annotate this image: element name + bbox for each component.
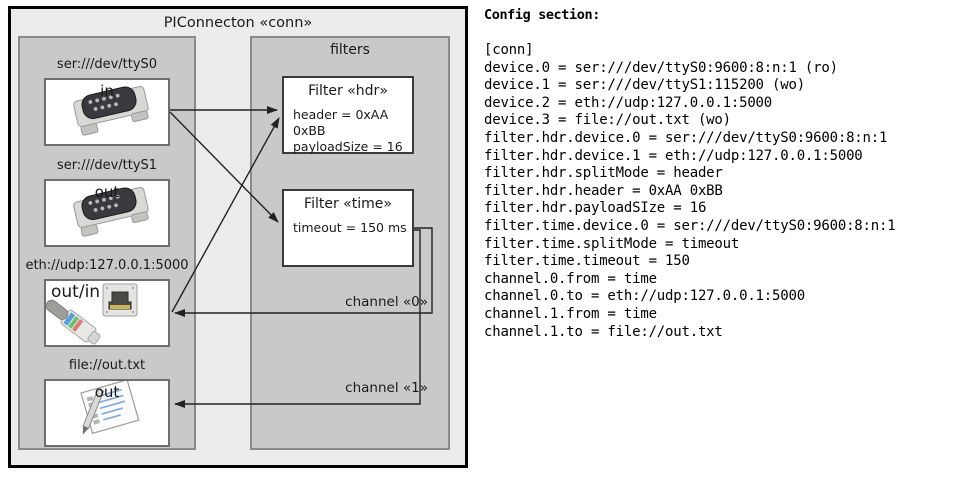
channel-label-1: channel «1»: [345, 380, 428, 396]
ethernet-jack-icon: [46, 283, 138, 345]
device-label-file: file://out.txt: [68, 358, 146, 373]
config-line: filter.time.device.0 = ser:///dev/ttyS0:…: [484, 217, 896, 234]
config-line: device.3 = file://out.txt (wo): [484, 112, 731, 129]
config-line: filter.hdr.device.1 = eth://udp:127.0.0.…: [484, 147, 863, 164]
config-line: filter.time.splitMode = timeout: [484, 235, 740, 252]
device-direction-ttyS0: in: [100, 82, 114, 100]
config-line: channel.0.to = eth://udp:127.0.0.1:5000: [484, 288, 805, 305]
device-label-ttyS0: ser:///dev/ttyS0: [56, 57, 158, 72]
serial-port-icon: [73, 186, 149, 237]
filter-prop: header = 0xAA 0xBB: [293, 107, 389, 138]
device-box-file[interactable]: out: [44, 379, 170, 447]
device-direction-file: out: [94, 383, 120, 401]
device-direction-eth: out/in: [51, 282, 101, 302]
device-direction-ttyS1: out: [94, 183, 120, 201]
config-line: filter.hdr.splitMode = header: [484, 165, 723, 182]
filter-prop: payloadSize = 16: [293, 139, 403, 154]
device-box-eth[interactable]: out/in: [44, 279, 170, 347]
config-section: Config section: [conn]device.0 = ser:///…: [482, 0, 964, 484]
device-box-ttyS0[interactable]: in: [44, 78, 170, 146]
filters-panel-title: filters: [330, 42, 370, 58]
filter-box-hdr[interactable]: Filter «hdr» header = 0xAA 0xBB payloadS…: [282, 76, 414, 154]
config-line: device.2 = eth://udp:127.0.0.1:5000: [484, 94, 773, 111]
diagram-panel: PIConnecton «conn» ser:///dev/ttyS0 in s…: [0, 0, 478, 484]
config-line: device.0 = ser:///dev/ttyS0:9600:8:n:1 (…: [484, 59, 838, 76]
filter-prop: timeout = 150 ms: [293, 220, 407, 235]
text-file-icon: [80, 381, 140, 435]
filter-props-hdr: header = 0xAA 0xBB payloadSize = 16: [293, 107, 412, 155]
config-line: filter.hdr.device.0 = ser:///dev/ttyS0:9…: [484, 129, 888, 146]
config-line: filter.hdr.payloadSIze = 16: [484, 200, 707, 217]
config-line: [conn]: [484, 42, 534, 58]
filter-title-time: Filter «time»: [304, 196, 392, 212]
config-line: device.1 = ser:///dev/ttyS1:115200 (wo): [484, 77, 805, 94]
config-line: channel.1.to = file://out.txt: [484, 323, 723, 340]
config-lines-block: [conn]device.0 = ser:///dev/ttyS0:9600:8…: [484, 42, 896, 341]
outer-frame-title: PIConnecton «conn»: [163, 15, 313, 31]
device-box-ttyS1[interactable]: out: [44, 179, 170, 247]
filter-title-hdr: Filter «hdr»: [308, 83, 388, 99]
serial-port-icon: [73, 85, 149, 136]
config-line: filter.time.timeout = 150: [484, 253, 690, 270]
device-label-ttyS1: ser:///dev/ttyS1: [56, 158, 158, 173]
filter-box-time[interactable]: Filter «time» timeout = 150 ms: [282, 189, 414, 267]
channel-label-0: channel «0»: [345, 294, 428, 310]
device-label-eth: eth://udp:127.0.0.1:5000: [25, 258, 189, 273]
config-line: channel.0.from = time: [484, 270, 657, 287]
config-line: filter.hdr.header = 0xAA 0xBB: [484, 182, 723, 199]
filter-props-time: timeout = 150 ms: [293, 220, 407, 236]
config-line: channel.1.from = time: [484, 305, 657, 322]
config-heading: Config section:: [484, 7, 600, 23]
